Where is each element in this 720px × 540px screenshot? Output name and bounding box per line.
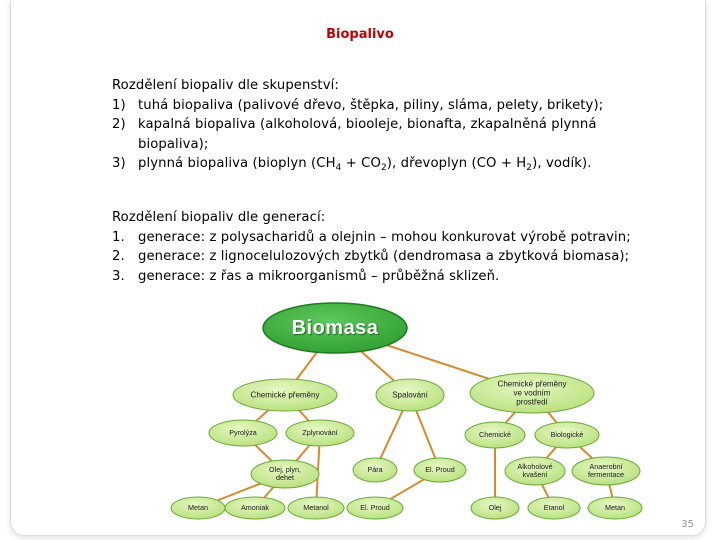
diagram-node-label: Chemické přeměny ve vodním prostředí — [497, 379, 567, 407]
list-item: 2.generace: z lignocelulozových zbytků (… — [112, 249, 630, 264]
diagram-node-label: Zplynování — [302, 428, 338, 437]
diagram-node — [587, 496, 643, 520]
diagram-node-label: Pyrolýza — [229, 428, 257, 437]
diagram-node-label: Olej, plyn, dehet — [269, 465, 301, 482]
diagram-node — [232, 378, 338, 412]
generations-section: Rozdělení biopaliv dle generací: 1.gener… — [112, 208, 631, 286]
diagram-node — [375, 378, 445, 412]
diagram-node-label: Amoniak — [241, 503, 269, 512]
diagram-node — [224, 496, 286, 520]
diagram-node-label: El. Proud — [360, 503, 390, 512]
diagram-node-label: Biologické — [550, 430, 584, 439]
diagram-node-label: Alkoholové kvašení — [517, 462, 553, 479]
diagram-node-label: Metan — [605, 503, 625, 512]
diagram-node-label: Olej — [488, 503, 502, 512]
list-item: 1.generace: z polysacharidů a olejnin – … — [112, 229, 631, 245]
diagram-node-label: Anaerobní fermentace — [588, 462, 624, 479]
list-item-continuation: biopaliva); — [138, 136, 209, 152]
diagram-node — [346, 496, 404, 520]
list-item: 3.generace: z řas a mikroorganismů – prů… — [112, 268, 500, 284]
diagram-node-label: Etanol — [543, 503, 565, 512]
slide-title: Biopalivo — [326, 27, 394, 42]
diagram-node — [285, 419, 355, 447]
diagram-node-label: Chemické — [479, 430, 511, 439]
diagram-node — [250, 459, 320, 489]
states-heading: Rozdělení biopaliv dle skupenství: — [112, 78, 339, 93]
diagram-node-label: Metan — [188, 503, 208, 512]
page-number: 35 — [681, 519, 694, 530]
list-item: 1)tuhá biopaliva (palivové dřevo, štěpka… — [112, 97, 604, 113]
diagram-node-label: Chemické přeměny — [250, 390, 320, 400]
diagram-node — [464, 421, 526, 449]
diagram-node — [413, 457, 467, 483]
diagram-node-label: Pára — [367, 465, 383, 474]
root-node — [262, 302, 408, 354]
root-node-label: Biomasa — [291, 317, 379, 339]
diagram-node — [527, 496, 581, 520]
diagram-node-label: Metanol — [303, 503, 329, 512]
diagram-node — [469, 372, 595, 414]
diagram-node — [504, 456, 566, 486]
slide-frame — [10, 0, 706, 536]
states-section: Rozdělení biopaliv dle skupenství: 1)tuh… — [112, 76, 603, 174]
list-item: 2)kapalná biopaliva (alkoholová, bioolej… — [112, 117, 597, 132]
diagram-node — [470, 496, 520, 520]
diagram-node — [352, 457, 398, 483]
generations-heading: Rozdělení biopaliv dle generací: — [112, 210, 326, 225]
diagram-canvas — [170, 302, 643, 520]
diagram-node-label: Spalování — [392, 390, 428, 400]
list-item: 3)plynná biopaliva (bioplyn (CH4 + CO2),… — [112, 156, 592, 173]
diagram-node — [287, 496, 345, 520]
diagram-node-label: El. Proud — [425, 465, 455, 474]
diagram-node — [571, 456, 641, 486]
diagram-node — [208, 419, 278, 447]
diagram-node — [534, 421, 600, 449]
